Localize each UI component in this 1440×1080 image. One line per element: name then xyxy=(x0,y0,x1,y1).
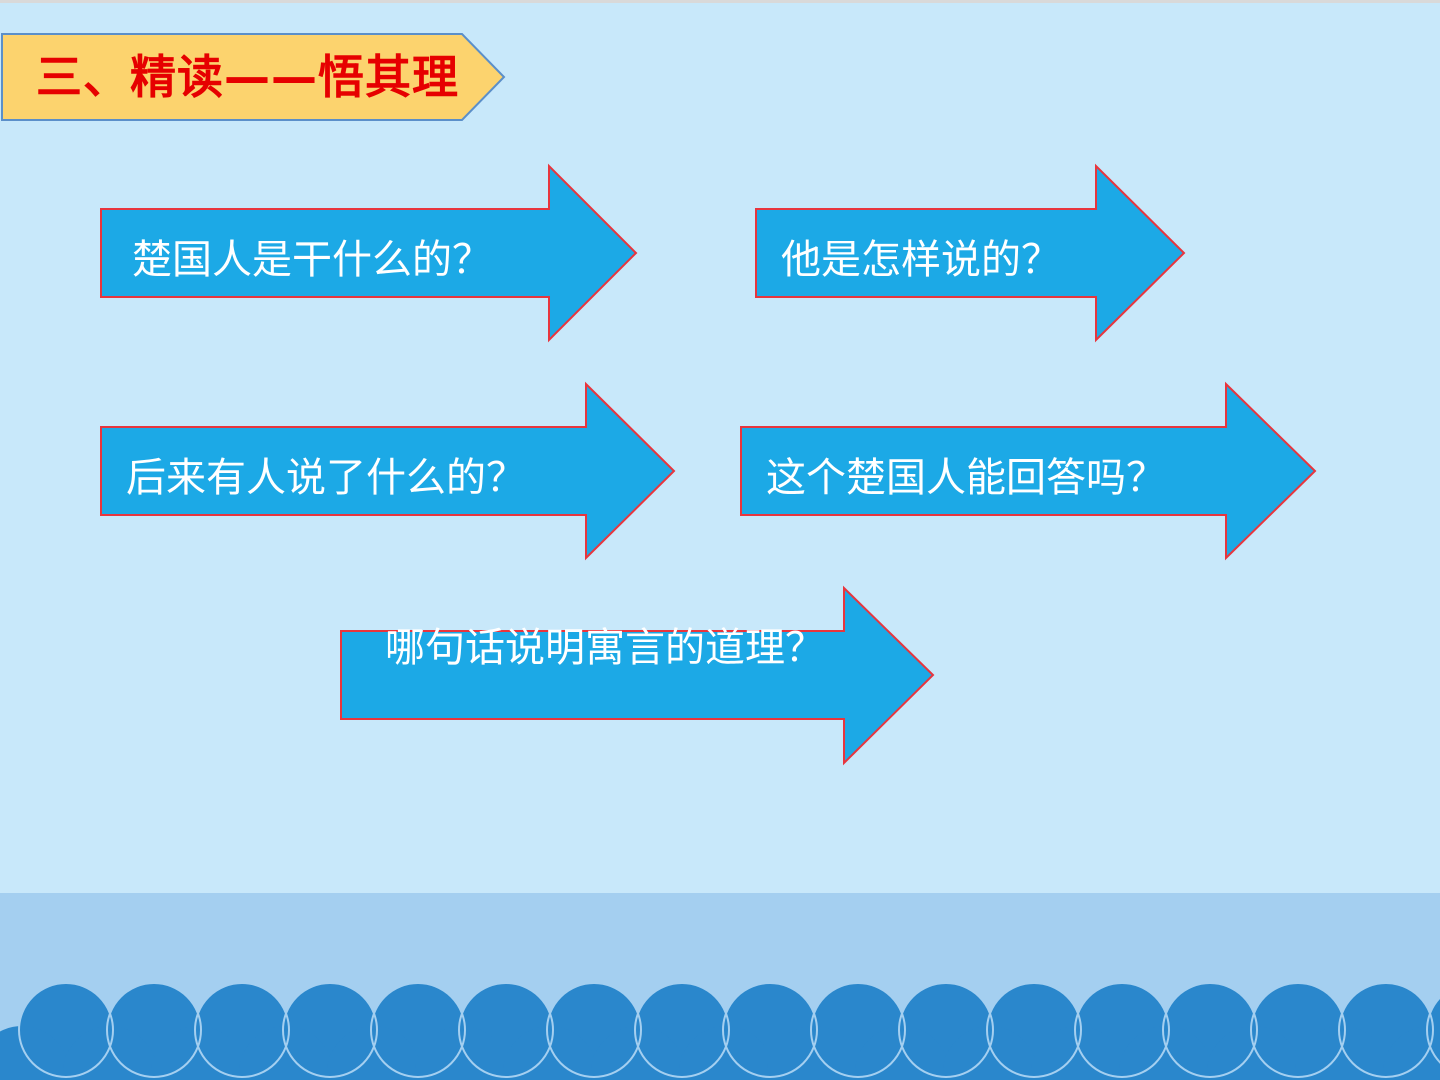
wave-dome xyxy=(679,1026,773,1080)
wave-dome xyxy=(943,1026,1037,1080)
arrow-shape xyxy=(755,163,1186,343)
wave-dome xyxy=(415,1026,509,1080)
title-tag-shape xyxy=(1,33,506,121)
wave-outline xyxy=(106,982,202,1078)
wave-dome xyxy=(855,1026,949,1080)
wave-outline xyxy=(898,982,994,1078)
wave-dome xyxy=(1119,1026,1213,1080)
wave-dome xyxy=(1295,1026,1389,1080)
arrow-shape xyxy=(100,163,638,343)
wave-dome xyxy=(1383,1026,1440,1080)
wave-outline xyxy=(1074,982,1170,1078)
wave-dome xyxy=(151,1026,245,1080)
wave-dome xyxy=(1207,1026,1301,1080)
wave-outline xyxy=(986,982,1082,1078)
wave-decoration xyxy=(0,982,1440,1080)
wave-outline xyxy=(1162,982,1258,1078)
wave-outline xyxy=(1250,982,1346,1078)
question-arrow-2: 他是怎样说的？ xyxy=(755,163,1186,343)
wave-outline xyxy=(722,982,818,1078)
question-label-4: 这个楚国人能回答吗？ xyxy=(766,455,1166,501)
question-label-1: 楚国人是干什么的？ xyxy=(132,237,492,283)
wave-dome xyxy=(327,1026,421,1080)
question-arrow-5: 哪句话说明寓言的道理？ xyxy=(340,585,935,766)
wave-dome xyxy=(503,1026,597,1080)
wave-outline xyxy=(1426,996,1440,1064)
question-label-3: 后来有人说了什么的？ xyxy=(126,455,526,501)
question-arrow-1: 楚国人是干什么的？ xyxy=(100,163,638,343)
wave-outline xyxy=(1338,982,1434,1078)
wave-dome xyxy=(63,1026,157,1080)
wave-dome xyxy=(767,1026,861,1080)
question-arrow-3: 后来有人说了什么的？ xyxy=(100,381,676,561)
wave-outline xyxy=(810,982,906,1078)
wave-outline xyxy=(194,982,290,1078)
question-arrow-4: 这个楚国人能回答吗？ xyxy=(740,381,1317,561)
arrow-shape xyxy=(740,381,1317,561)
slide-title: 三、精读——悟其理 xyxy=(36,50,459,104)
wave-outline xyxy=(546,982,642,1078)
question-label-5: 哪句话说明寓言的道理？ xyxy=(385,625,825,671)
wave-outline xyxy=(18,982,114,1078)
wave-dome xyxy=(1031,1026,1125,1080)
wave-dome xyxy=(0,1026,69,1080)
question-label-2: 他是怎样说的？ xyxy=(781,237,1061,283)
wave-outline xyxy=(458,982,554,1078)
arrow-shape xyxy=(340,585,935,766)
arrow-shape xyxy=(100,381,676,561)
top-divider xyxy=(0,0,1440,3)
wave-dome xyxy=(239,1026,333,1080)
wave-outline xyxy=(370,982,466,1078)
wave-outline xyxy=(282,982,378,1078)
wave-dome xyxy=(591,1026,685,1080)
wave-outline xyxy=(634,982,730,1078)
